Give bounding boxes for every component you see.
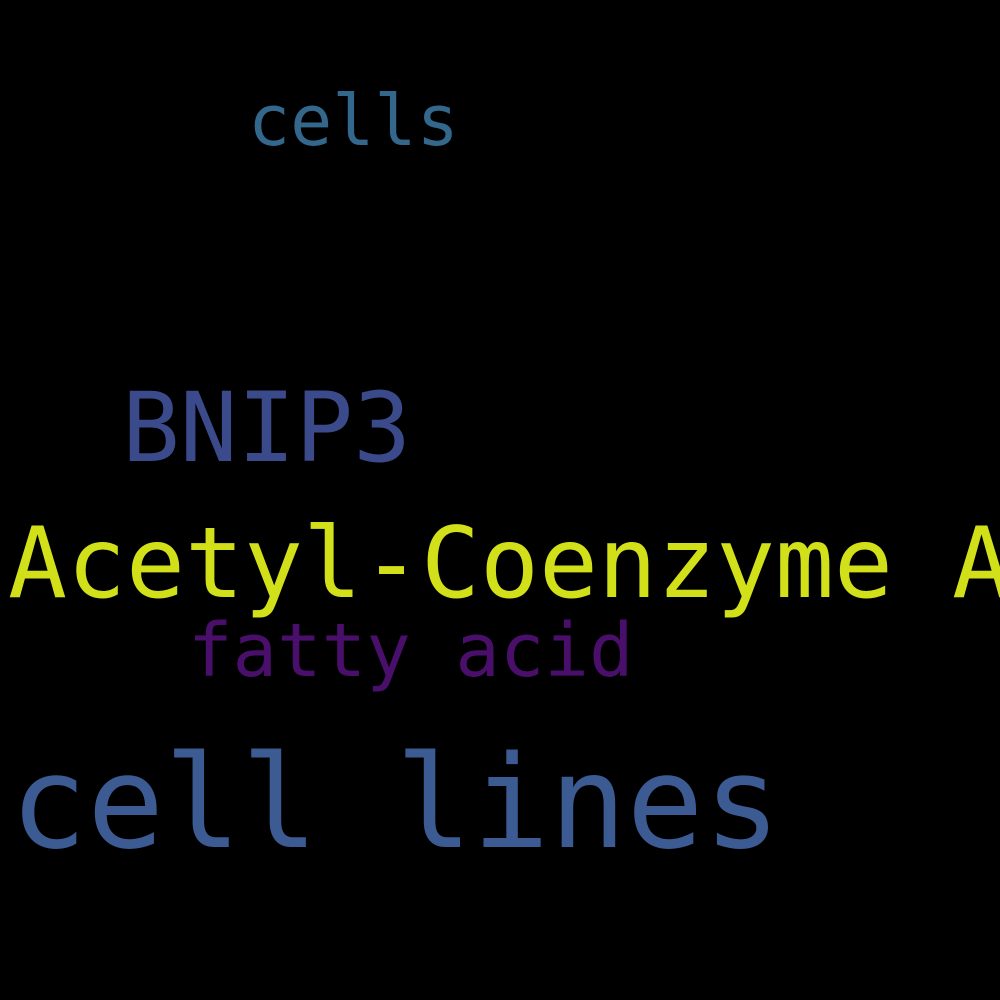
word-fatty-acid: fatty acid <box>188 608 634 694</box>
word-cell-lines: cell lines <box>10 729 781 878</box>
word-bnip3: BNIP3 <box>122 372 411 484</box>
word-cells: cells <box>248 80 459 162</box>
word-acetyl-coenzyme-a: Acetyl-Coenzyme A <box>8 507 1000 621</box>
